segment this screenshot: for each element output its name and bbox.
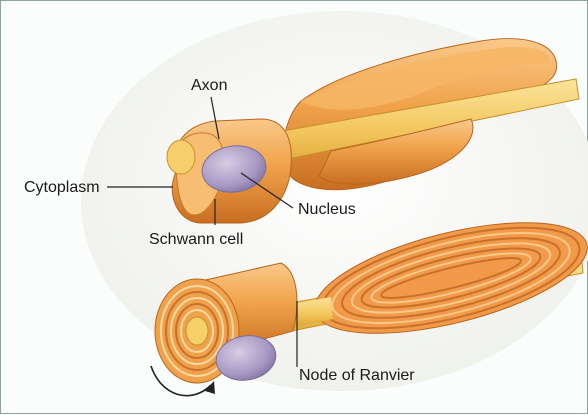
label-cytoplasm: Cytoplasm	[24, 179, 100, 197]
label-schwann-cell: Schwann cell	[149, 231, 243, 249]
label-nucleus: Nucleus	[298, 201, 356, 219]
wrapping-arrowhead	[205, 381, 215, 394]
axon-cut-end-top	[167, 140, 195, 174]
label-node-of-ranvier: Node of Ranvier	[299, 367, 415, 385]
label-axon: Axon	[191, 77, 227, 95]
